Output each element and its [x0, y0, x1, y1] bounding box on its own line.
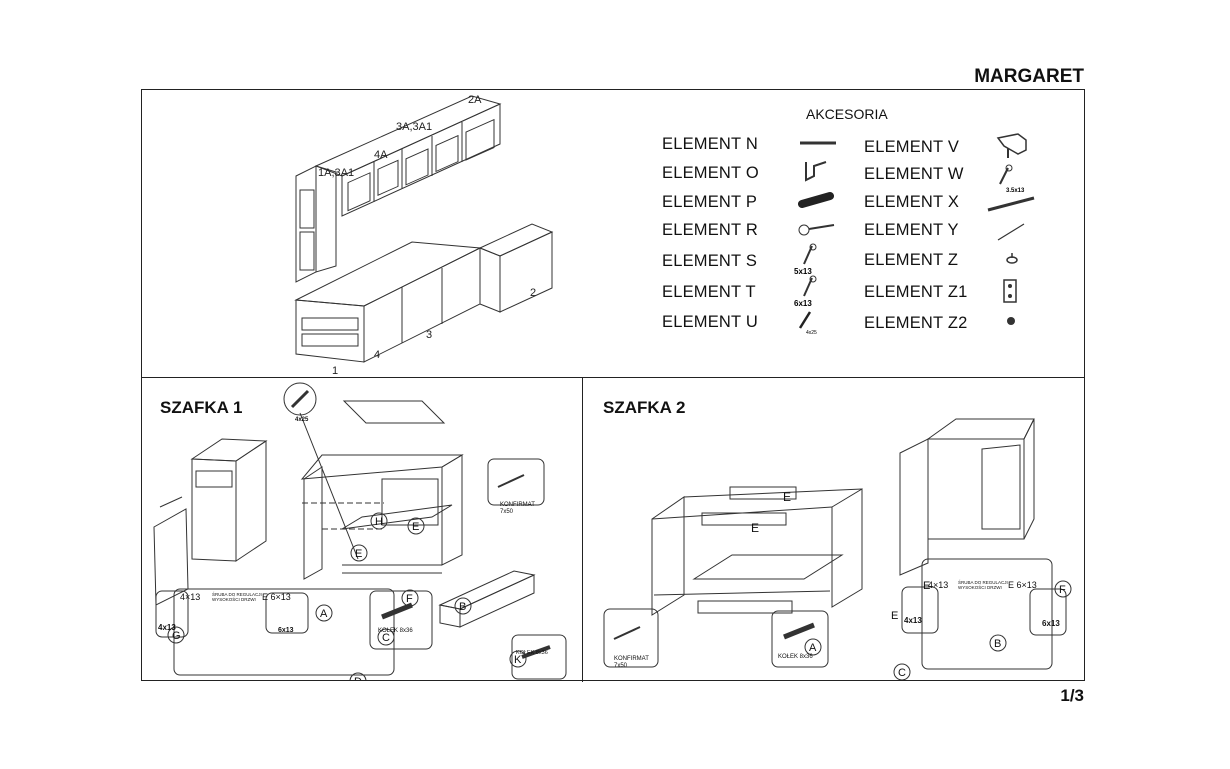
svg-text:E: E	[891, 610, 898, 622]
szafka-2-hinge-note-left: 4×13	[928, 580, 949, 590]
shelf-support-icon	[996, 133, 1027, 158]
szafka-1-confirmat-size: 7x50	[500, 509, 514, 515]
document-title: MARGARET	[974, 66, 1084, 87]
svg-text:2: 2	[530, 287, 536, 299]
svg-text:C: C	[898, 667, 906, 679]
szafka-2-assembly-drawing: E E A B C D F G	[603, 418, 1072, 680]
section-divider-horizontal	[142, 377, 1084, 378]
element-z2-label: ELEMENT Z2	[864, 314, 968, 332]
svg-text:A: A	[320, 608, 328, 620]
svg-text:1A,3A1: 1A,3A1	[318, 167, 354, 179]
svg-text:A: A	[809, 642, 817, 654]
screw-w-icon: 3.5x13	[999, 164, 1025, 194]
szafka-2-part-e-top: E	[783, 490, 792, 504]
szafka-1-kolek-label-1: KOŁEK 8x36	[378, 628, 413, 634]
element-v-label: ELEMENT V	[864, 138, 960, 156]
knob-icon	[1006, 253, 1018, 264]
szafka-1-confirmat-label: KONFIRMAT	[500, 502, 535, 508]
svg-text:2A: 2A	[468, 94, 482, 106]
svg-text:C: C	[382, 632, 390, 644]
svg-text:G: G	[172, 630, 181, 642]
svg-text:4: 4	[374, 349, 380, 361]
element-z1-label: ELEMENT Z1	[864, 283, 968, 301]
hinge-plate-icon	[1003, 279, 1017, 303]
screw-s-icon: 5x13	[794, 243, 817, 276]
szafka-1-screw-b-label: 6x13	[278, 627, 294, 634]
svg-text:E: E	[355, 548, 362, 560]
element-s-label: ELEMENT S	[662, 252, 758, 270]
svg-text:K: K	[514, 654, 522, 666]
svg-text:3: 3	[426, 329, 432, 341]
szafka-2-hinge-note-mid-2: WYSOKOŚCI DRZWI	[958, 585, 1002, 590]
szafka-2-confirmat-label: KONFIRMAT	[614, 656, 649, 662]
element-p-label: ELEMENT P	[662, 193, 758, 211]
svg-text:3.5x13: 3.5x13	[1006, 188, 1025, 194]
szafka-1-kolek-label-2: KOŁEK 8x36	[516, 650, 548, 656]
szafka-2-title: SZAFKA 2	[603, 398, 686, 417]
szafka-2-hinge-note-right: E 6×13	[1008, 580, 1037, 590]
confirmat-screw-icon	[798, 224, 835, 236]
svg-text:B: B	[459, 601, 466, 613]
szafka-2-confirmat-size: 7x50	[614, 663, 628, 669]
svg-text:D: D	[354, 676, 362, 680]
szafka-2-screw-a-label: 4x13	[904, 616, 922, 625]
element-y-label: ELEMENT Y	[864, 221, 959, 239]
rail-icon	[987, 196, 1035, 212]
szafka-2-hinge-note-mid-1: ŚRUBA DO REGULACJI	[958, 580, 1008, 585]
element-t-label: ELEMENT T	[662, 283, 756, 301]
szafka-1-assembly-drawing: H E E F A B C D G K I M J L	[153, 382, 567, 680]
svg-text:B: B	[994, 638, 1001, 650]
cap-icon	[1007, 317, 1015, 325]
svg-text:F: F	[406, 593, 413, 605]
szafka-1-screw-a-label: 4x13	[158, 623, 176, 632]
instruction-frame: 2A 3A,3A1 4A 1A,3A1 1 4 3 2 AKCESORIA EL…	[141, 89, 1085, 682]
szafka-1-hinge-note-right: E 6×13	[262, 592, 291, 602]
element-w-label: ELEMENT W	[864, 165, 964, 183]
szafka-2-part-e-mid: E	[751, 521, 760, 535]
svg-text:4x25: 4x25	[806, 330, 817, 336]
svg-text:5x13: 5x13	[794, 267, 812, 276]
page-number: 1/3	[1060, 686, 1084, 705]
rod-icon	[997, 223, 1025, 241]
szafka-1-hinge-note-left: 4×13	[180, 592, 201, 602]
svg-text:1: 1	[332, 365, 338, 376]
svg-text:4A: 4A	[374, 149, 388, 161]
szafka-1-title: SZAFKA 1	[160, 398, 243, 417]
element-n-label: ELEMENT N	[662, 135, 758, 153]
svg-text:E: E	[923, 580, 930, 592]
bracket-icon	[805, 161, 827, 182]
svg-text:3A,3A1: 3A,3A1	[396, 121, 432, 133]
szafka-1-hinge-note-mid-1: ŚRUBA DO REGULACJI	[212, 592, 262, 597]
element-r-label: ELEMENT R	[662, 221, 758, 239]
svg-text:E: E	[412, 521, 419, 533]
section-divider-vertical	[582, 377, 583, 682]
long-bar-icon	[800, 141, 836, 145]
screw-t-icon: 6x13	[794, 275, 817, 308]
accessories-heading: AKCESORIA	[806, 106, 888, 122]
svg-text:F: F	[1059, 584, 1066, 596]
element-o-label: ELEMENT O	[662, 164, 759, 182]
svg-text:H: H	[375, 516, 383, 528]
szafka-1-hinge-note-mid-2: WYSOKOŚCI DRZWI	[212, 597, 256, 602]
kitchen-overview-drawing: 2A 3A,3A1 4A 1A,3A1 1 4 3 2	[294, 94, 554, 376]
szafka-1-top-screw-note: 4x25	[295, 417, 309, 423]
screw-u-icon: 4x25	[798, 311, 817, 336]
dowel-icon	[798, 192, 834, 208]
element-x-label: ELEMENT X	[864, 193, 960, 211]
svg-text:6x13: 6x13	[794, 299, 812, 308]
element-u-label: ELEMENT U	[662, 313, 758, 331]
szafka-2-screw-b-label: 6x13	[1042, 619, 1060, 628]
szafka-2-kolek-label: KOŁEK 8x36	[778, 654, 813, 660]
element-z-label: ELEMENT Z	[864, 251, 959, 269]
